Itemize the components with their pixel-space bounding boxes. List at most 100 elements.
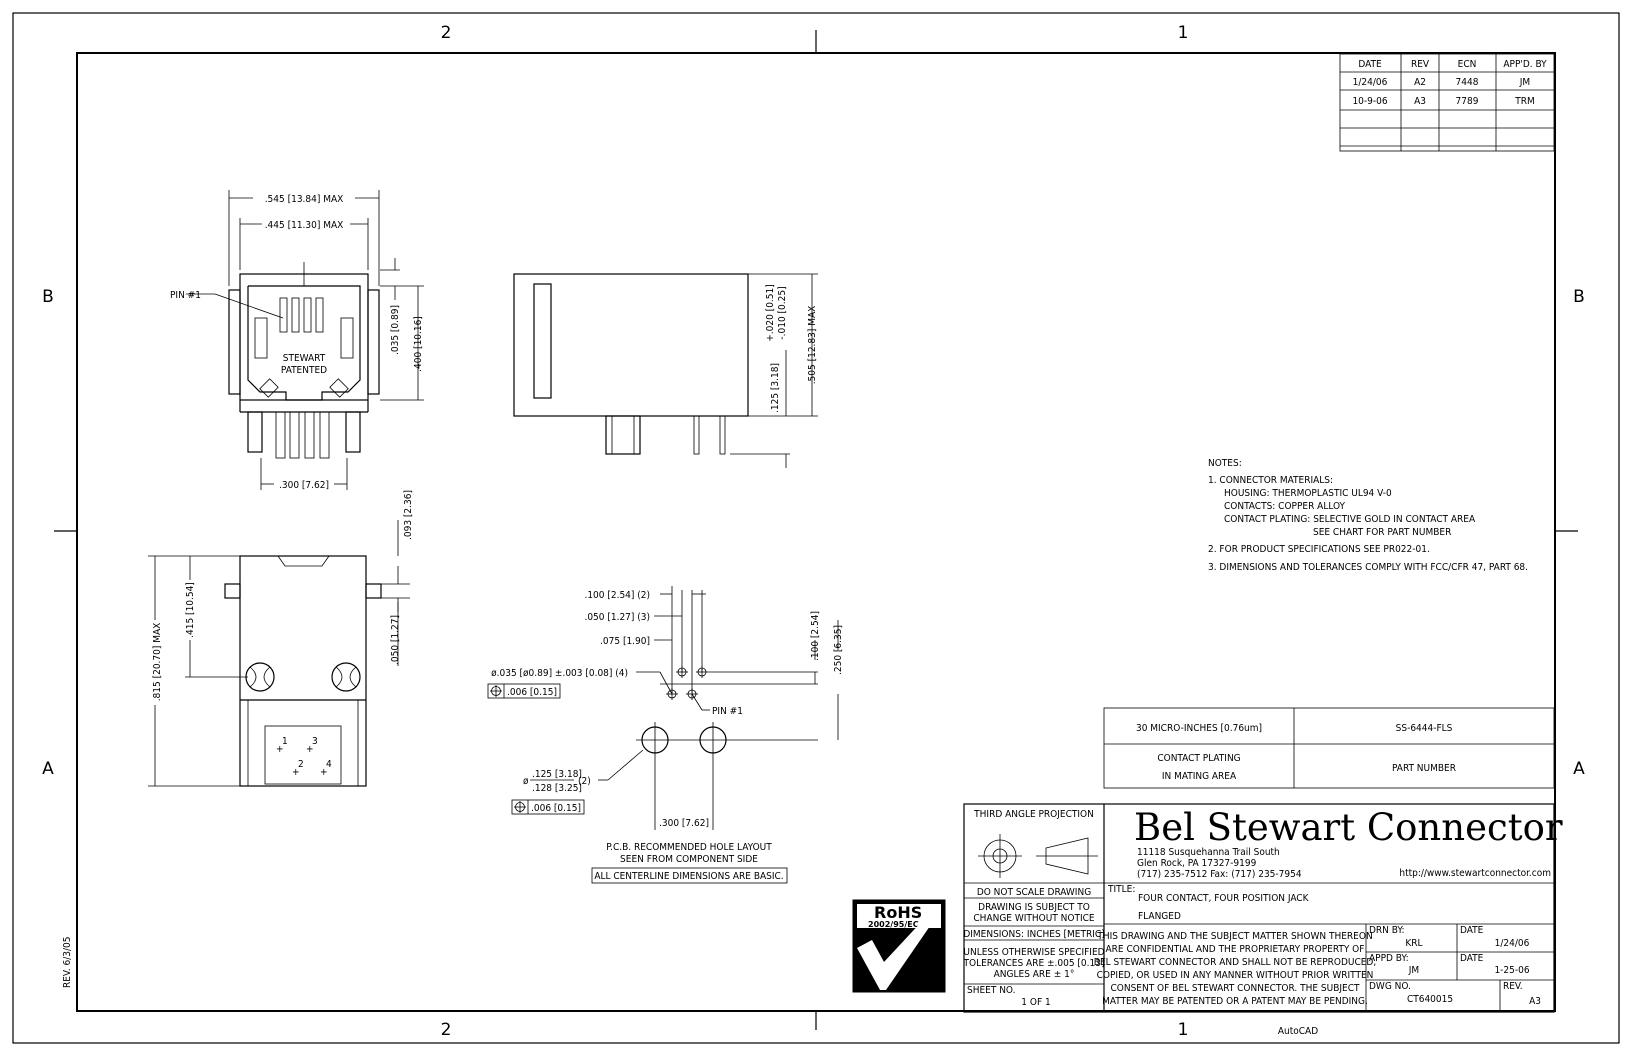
note-1c: CONTACT PLATING: SELECTIVE GOLD IN CONTA… <box>1224 514 1476 525</box>
rev-header-appd: APP'D. BY <box>1503 59 1547 70</box>
rev-row1-ecn: 7448 <box>1456 77 1479 88</box>
tb-title-1: FOUR CONTACT, FOUR POSITION JACK <box>1138 893 1310 904</box>
note-2: 2. FOR PRODUCT SPECIFICATIONS SEE PR022-… <box>1208 544 1430 555</box>
tb-address-2: Glen Rock, PA 17327-9199 <box>1137 858 1257 869</box>
tb-appd: JM <box>1408 965 1419 976</box>
front-view: .545 [13.84] MAX .445 [11.30] MAX PIN #1… <box>170 190 424 491</box>
note-1b: CONTACTS: COPPER ALLOY <box>1224 501 1346 512</box>
revision-table: DATE REV ECN APP'D. BY 1/24/06 A2 7448 J… <box>1339 53 1555 152</box>
rev-row2-ecn: 7789 <box>1456 96 1479 107</box>
tb-dimensions: DIMENSIONS: INCHES [METRIC] <box>963 929 1104 940</box>
rev-header-date: DATE <box>1358 59 1382 70</box>
dim-bottom-815: .815 [20.70] MAX <box>152 623 163 702</box>
tb-website: http://www.stewartconnector.com <box>1399 868 1551 879</box>
pcb-hole-large-qty: (2) <box>578 776 591 787</box>
tb-title-label: TITLE: <box>1107 884 1135 895</box>
tb-subject-2: CHANGE WITHOUT NOTICE <box>973 913 1095 924</box>
rev-header-ecn: ECN <box>1458 59 1477 70</box>
tb-date-label-1: DATE <box>1460 925 1484 936</box>
rev-row1-appd: JM <box>1519 77 1530 88</box>
pcb-dim-250-v: .250 [6.35] <box>833 625 844 675</box>
svg-text:+: + <box>276 744 284 755</box>
part-number-label: PART NUMBER <box>1392 763 1456 774</box>
dim-side-125: .125 [3.18] <box>770 363 781 413</box>
tb-rev-label: REV. <box>1503 981 1523 992</box>
tb-sheet-label: SHEET NO. <box>967 985 1015 996</box>
tb-conf-1: THIS DRAWING AND THE SUBJECT MATTER SHOW… <box>1096 931 1372 942</box>
tb-tol-3: ANGLES ARE ± 1° <box>994 969 1075 980</box>
tb-projection: THIRD ANGLE PROJECTION <box>973 809 1094 820</box>
notes: NOTES: 1. CONNECTOR MATERIALS: HOUSING: … <box>1208 458 1528 573</box>
tb-tol-1: UNLESS OTHERWISE SPECIFIED <box>963 947 1104 958</box>
svg-text:+: + <box>292 767 300 778</box>
pcb-pin1-label: PIN #1 <box>712 706 743 717</box>
pcb-layout: .100 [2.54] (2) .050 [1.27] (3) .075 [1.… <box>487 586 844 884</box>
rohs-label: RoHS <box>874 903 922 922</box>
part-plating-label-2: IN MATING AREA <box>1162 771 1237 782</box>
tb-address-1: 11118 Susquehanna Trail South <box>1137 847 1280 858</box>
rev-row2-rev: A3 <box>1414 96 1426 107</box>
part-table: 30 MICRO-INCHES [0.76um] SS-6444-FLS CON… <box>1103 707 1555 789</box>
rev-row1-rev: A2 <box>1414 77 1426 88</box>
tb-conf-2: ARE CONFIDENTIAL AND THE PROPRIETARY PRO… <box>1106 944 1365 955</box>
tb-drn-date: 1/24/06 <box>1495 938 1530 949</box>
part-plating-label-1: CONTACT PLATING <box>1157 753 1240 764</box>
rev-header-rev: REV <box>1411 59 1430 70</box>
zone-label-top-right: 1 <box>1178 23 1189 43</box>
pcb-caption-box: ALL CENTERLINE DIMENSIONS ARE BASIC. <box>594 871 783 882</box>
rohs-badge: RoHS 2002/95/EC <box>852 899 946 993</box>
pcb-dim-050-3: .050 [1.27] (3) <box>584 612 650 623</box>
rohs-directive: 2002/95/EC <box>868 920 919 929</box>
pcb-hole-large-bottom: .128 [3.25] <box>532 783 582 794</box>
pcb-hole-large-top: .125 [3.18] <box>532 769 582 780</box>
dim-035: .035 [0.89] <box>390 305 401 355</box>
notes-heading: NOTES: <box>1208 458 1242 469</box>
tb-address-3: (717) 235-7512 Fax: (717) 235-7954 <box>1137 869 1302 880</box>
zone-label-right-upper: B <box>1573 287 1585 307</box>
rev-row1-date: 1/24/06 <box>1353 77 1388 88</box>
pcb-dim-075: .075 [1.90] <box>600 636 650 647</box>
pcb-dim-100-v: .100 [2.54] <box>810 611 821 661</box>
tb-do-not-scale: DO NOT SCALE DRAWING <box>977 887 1091 898</box>
outer-border <box>12 12 1620 1044</box>
title-block: THIRD ANGLE PROJECTION DO NOT SCALE DRAW… <box>963 803 1563 1013</box>
dim-bottom-415: .415 [10.54] <box>185 582 196 638</box>
note-1: 1. CONNECTOR MATERIALS: <box>1208 475 1333 486</box>
rohs-check-icon <box>857 904 941 990</box>
bottom-pin-3: 3 <box>312 736 318 747</box>
bottom-view: 1 3 2 4 + + + + .815 [20.70] MAX .415 [1… <box>148 490 414 787</box>
part-number-value: SS-6444-FLS <box>1396 723 1453 734</box>
note-3: 3. DIMENSIONS AND TOLERANCES COMPLY WITH… <box>1208 562 1528 573</box>
tb-subject-1: DRAWING IS SUBJECT TO <box>978 902 1090 913</box>
rev-row2-appd: TRM <box>1514 96 1535 107</box>
dim-tol-plus: +.020 [0.51] <box>765 284 776 341</box>
pcb-tol-small: .006 [0.15] <box>507 687 557 698</box>
rev-note: REV. 6/3/05 <box>62 937 73 988</box>
tb-conf-4: COPIED, OR USED IN ANY MANNER WITHOUT PR… <box>1097 970 1374 981</box>
bottom-pin-2: 2 <box>298 759 304 770</box>
tb-dwg-label: DWG NO. <box>1369 981 1411 992</box>
dim-front-300: .300 [7.62] <box>279 480 329 491</box>
zone-label-left-lower: A <box>42 759 54 779</box>
tb-rev: A3 <box>1529 996 1541 1007</box>
side-view: .125 [3.18] +.020 [0.51] -.010 [0.25] .5… <box>513 273 818 468</box>
front-pin1-label: PIN #1 <box>170 290 201 301</box>
pcb-dim-300: .300 [7.62] <box>659 818 709 829</box>
dim-inner-max: .445 [11.30] MAX <box>265 220 344 231</box>
dim-400: .400 [10.16] <box>413 316 424 372</box>
pcb-hole-small-dim: ø.035 [ø0.89] ±.003 [0.08] (4) <box>491 668 628 679</box>
zone-label-left-upper: B <box>42 287 54 307</box>
dim-bottom-093: .093 [2.36] <box>403 490 414 540</box>
svg-text:+: + <box>306 744 314 755</box>
tb-company: Bel Stewart Connector <box>1134 806 1563 849</box>
note-1a: HOUSING: THERMOPLASTIC UL94 V-0 <box>1224 488 1392 499</box>
tb-sheet: 1 OF 1 <box>1021 997 1050 1008</box>
tb-conf-6: MATTER MAY BE PATENTED OR A PATENT MAY B… <box>1102 996 1368 1007</box>
zone-label-top-left: 2 <box>441 23 452 43</box>
pcb-dim-100-2: .100 [2.54] (2) <box>584 590 650 601</box>
pcb-hole-large-prefix: ø <box>523 776 529 787</box>
bottom-pin-4: 4 <box>326 759 332 770</box>
pcb-caption-line2: SEEN FROM COMPONENT SIDE <box>620 854 758 865</box>
dim-width-max: .545 [13.84] MAX <box>265 194 344 205</box>
tb-drn-label: DRN BY: <box>1369 925 1405 936</box>
